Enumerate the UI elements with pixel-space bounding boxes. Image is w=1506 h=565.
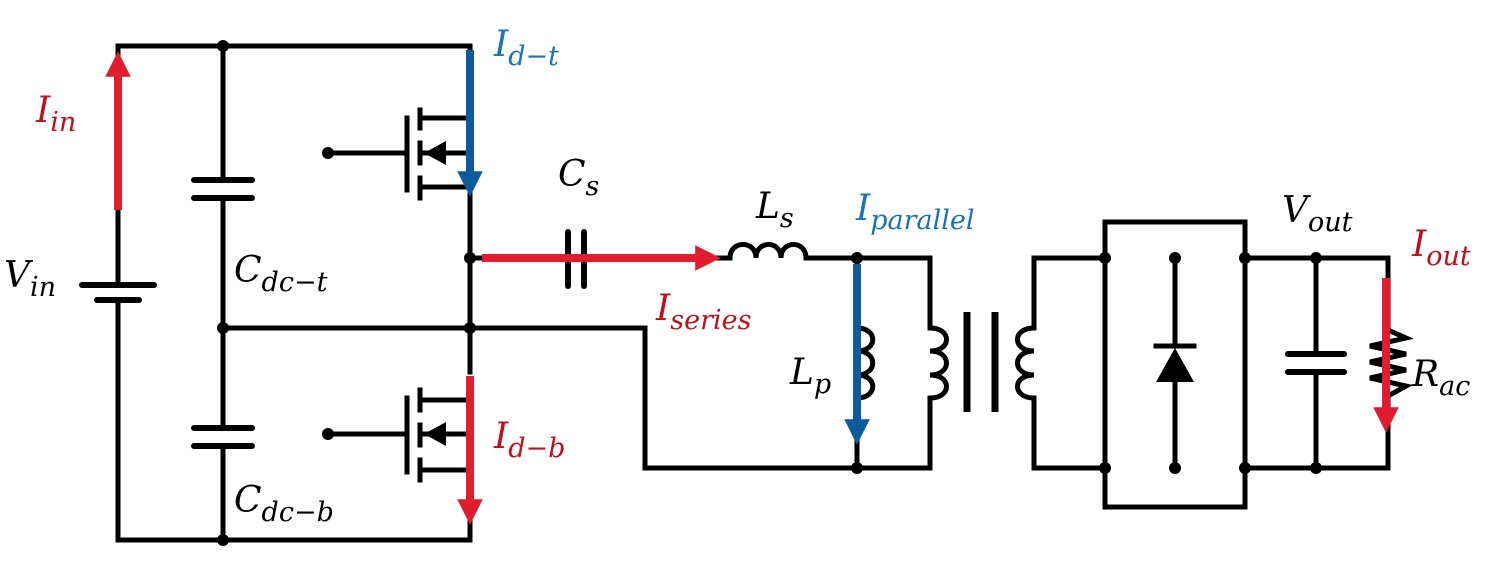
- capacitor-dc-top: [191, 177, 255, 201]
- label-iseries: Iseries: [655, 288, 751, 336]
- mosfet-bottom: [322, 387, 473, 483]
- label-id-b: Id−b: [493, 416, 565, 464]
- label-iin: Iin: [35, 90, 76, 138]
- junction-dots: [217, 40, 1322, 546]
- label-vin: Vin: [4, 255, 56, 303]
- inductor-series: [727, 242, 809, 261]
- label-rac: Rac: [1411, 354, 1470, 402]
- capacitor-output: [1285, 351, 1347, 375]
- label-iout: Iout: [1411, 224, 1471, 272]
- resistor-ac: [1369, 326, 1414, 400]
- label-ls: Ls: [755, 186, 794, 234]
- label-vout: Vout: [1282, 190, 1353, 238]
- label-cs: Cs: [558, 154, 599, 202]
- label-cdc-b: Cdc−b: [234, 480, 334, 528]
- label-lp: Lp: [789, 352, 831, 400]
- transformer: [927, 312, 1037, 412]
- capacitor-dc-bottom: [191, 425, 255, 449]
- label-id-t: Id−t: [493, 24, 559, 72]
- rectifier-diode: [1153, 255, 1197, 471]
- label-cdc-t: Cdc−t: [234, 250, 328, 298]
- current-arrows: [105, 50, 1399, 525]
- label-iparallel: Iparallel: [855, 188, 975, 236]
- mosfet-top: [322, 107, 473, 201]
- inductor-parallel: [854, 325, 876, 401]
- battery-vin: [79, 282, 157, 303]
